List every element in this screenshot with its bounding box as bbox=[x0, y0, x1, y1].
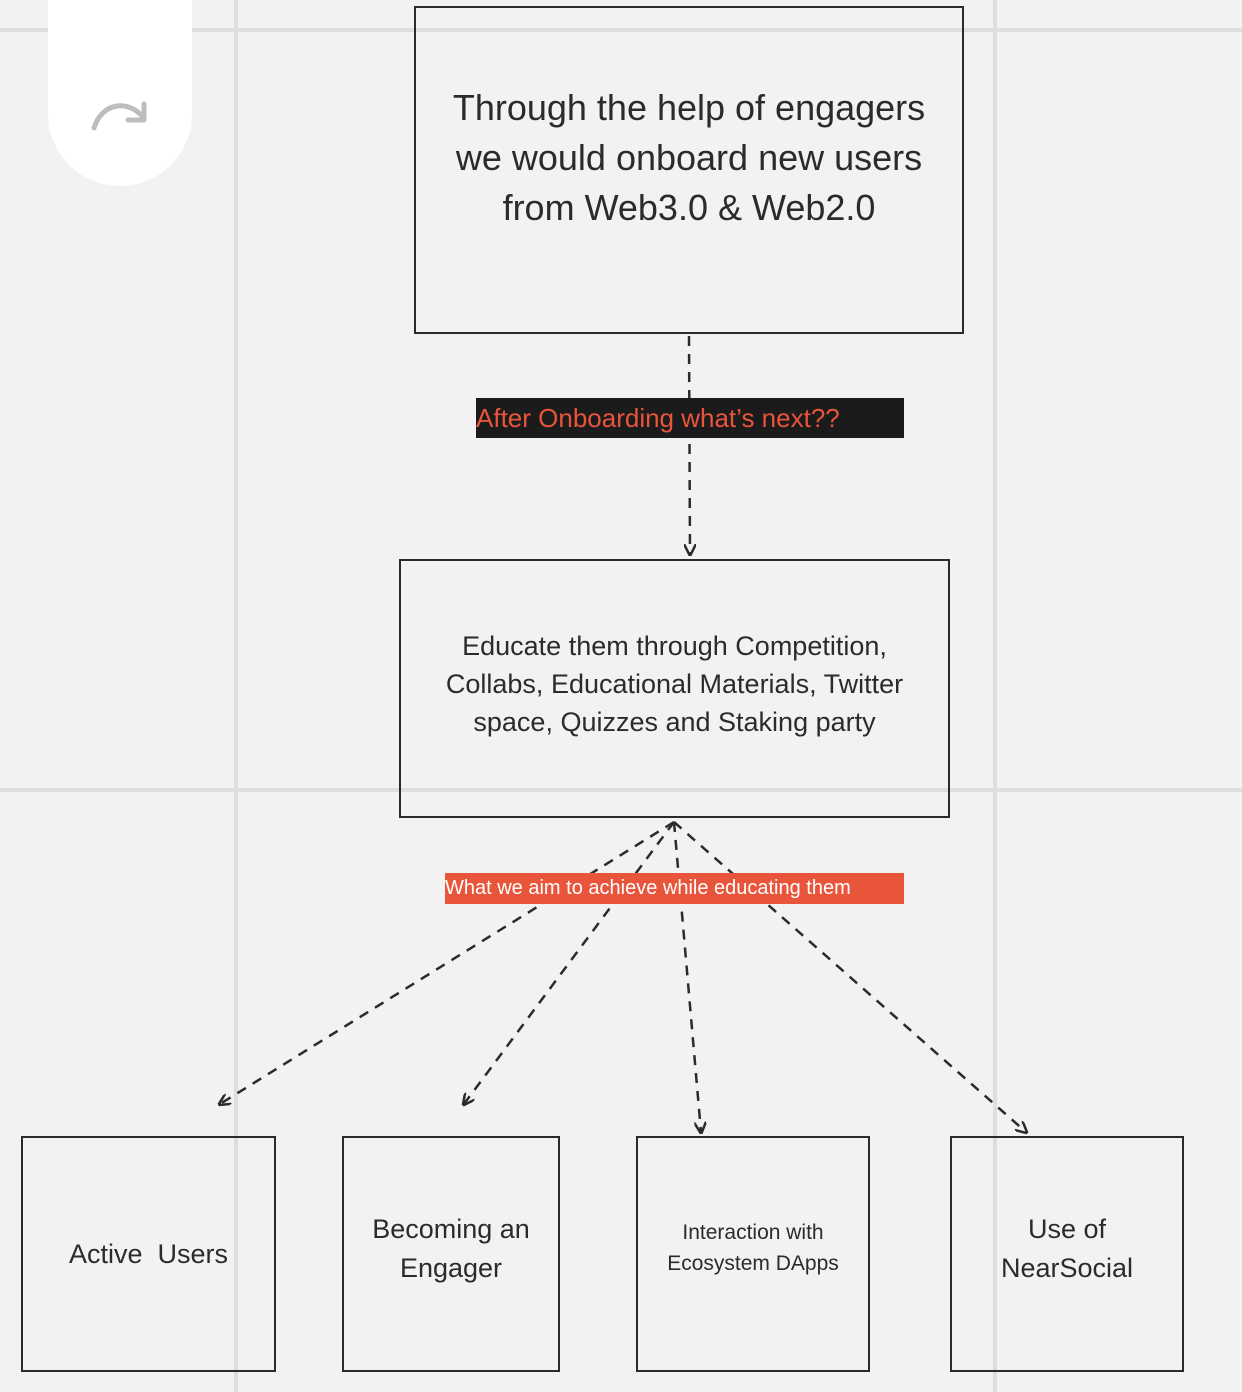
node-near-social-text: Use of NearSocial bbox=[1000, 1214, 1134, 1283]
edge-label-aim[interactable]: What we aim to achieve while educating t… bbox=[445, 873, 904, 904]
connector-educate-to-near-social[interactable] bbox=[673, 821, 1026, 1132]
node-onboard[interactable]: Through the help of engagers we would on… bbox=[414, 6, 964, 334]
grid-line-horizontal bbox=[0, 28, 1242, 32]
redo-icon[interactable] bbox=[88, 90, 152, 138]
node-becoming-engager-text: Becoming an Engager bbox=[372, 1214, 530, 1283]
edge-label-after-onboarding[interactable]: After Onboarding what’s next?? bbox=[476, 398, 904, 438]
node-ecosystem-dapps-text: Interaction with Ecosystem DApps bbox=[667, 1221, 839, 1275]
floating-toolbar bbox=[48, 0, 192, 186]
node-becoming-engager[interactable]: Becoming an Engager bbox=[342, 1136, 560, 1372]
node-educate[interactable]: Educate them through Competition, Collab… bbox=[399, 559, 950, 818]
connector-onboard-to-educate[interactable] bbox=[689, 335, 690, 554]
node-ecosystem-dapps[interactable]: Interaction with Ecosystem DApps bbox=[636, 1136, 870, 1372]
grid-line-vertical bbox=[993, 0, 997, 1392]
node-onboard-text: Through the help of engagers we would on… bbox=[452, 87, 926, 228]
connector-educate-to-dapps[interactable] bbox=[672, 821, 701, 1132]
node-educate-text: Educate them through Competition, Collab… bbox=[445, 630, 904, 737]
node-active-users[interactable]: Active Users bbox=[21, 1136, 276, 1372]
connector-educate-to-engager[interactable] bbox=[464, 821, 676, 1104]
grid-line-vertical bbox=[234, 0, 238, 1392]
node-near-social[interactable]: Use of NearSocial bbox=[950, 1136, 1184, 1372]
connector-educate-to-active-users[interactable] bbox=[220, 820, 675, 1104]
grid-line-horizontal bbox=[0, 788, 1242, 792]
node-active-users-text: Active Users bbox=[68, 1238, 229, 1269]
